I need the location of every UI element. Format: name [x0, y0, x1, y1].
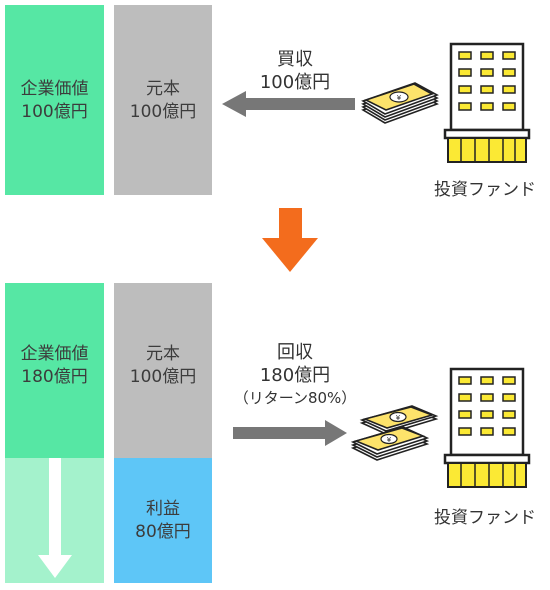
bottom-profit-block: 利益 80億円 [114, 458, 212, 583]
top-principal-amount: 100億円 [129, 102, 197, 122]
bottom-profit-amount: 80億円 [135, 522, 191, 542]
white-down-arrow-icon [38, 458, 72, 578]
bottom-principal-block: 元本 100億円 [114, 283, 212, 458]
top-action-text: 買収 100億円 [245, 48, 345, 94]
banknote-stack-icon: ¥ [361, 82, 439, 124]
top-enterprise-value-amount: 100億円 [21, 102, 88, 122]
top-action-amount: 100億円 [259, 72, 331, 93]
bottom-enterprise-value-label: 企業価値 [20, 344, 89, 364]
office-building-icon [443, 42, 531, 163]
top-action-label: 買収 [277, 49, 313, 70]
bottom-profit-label: 利益 [146, 499, 180, 519]
office-building-icon [443, 367, 531, 488]
bottom-principal-amount: 100億円 [129, 367, 197, 387]
bottom-fund-label: 投資ファンド [434, 508, 536, 528]
bottom-action-label: 回収 [277, 342, 313, 363]
down-arrow-icon [262, 208, 318, 272]
bottom-principal-label: 元本 [146, 344, 180, 364]
bottom-action-amount: 180億円 [259, 365, 331, 386]
svg-text:¥: ¥ [396, 414, 401, 422]
top-principal-label: 元本 [146, 79, 180, 99]
bottom-action-return: （リターン80%） [233, 389, 357, 407]
svg-text:¥: ¥ [397, 94, 402, 102]
svg-text:¥: ¥ [387, 436, 392, 444]
bottom-action-text: 回収 180億円 （リターン80%） [220, 341, 370, 410]
top-principal-block: 元本 100億円 [114, 5, 212, 195]
top-enterprise-value-block: 企業価値 100億円 [5, 5, 104, 195]
top-enterprise-value-label: 企業価値 [20, 79, 89, 99]
bottom-enterprise-value-amount: 180億円 [21, 367, 88, 387]
banknote-stack-icon: ¥ ¥ [350, 405, 439, 461]
top-fund-label: 投資ファンド [434, 180, 536, 200]
bottom-enterprise-value-block: 企業価値 180億円 [5, 283, 104, 458]
